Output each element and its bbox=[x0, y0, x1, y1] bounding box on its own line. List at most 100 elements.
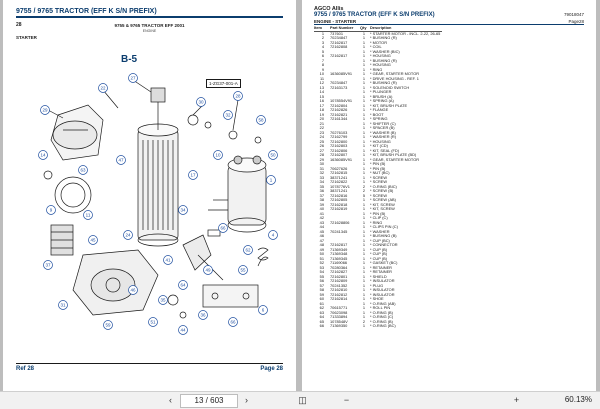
description: * INSULATOR bbox=[370, 278, 395, 283]
page-number-field[interactable]: 13 / 603 bbox=[180, 394, 238, 408]
part-number: 72162815 bbox=[330, 170, 348, 175]
column-header: Part Number bbox=[330, 25, 360, 32]
quantity: 1 bbox=[362, 264, 366, 270]
quantity: 1 bbox=[362, 273, 366, 279]
part-callout: 35 bbox=[158, 295, 168, 305]
part-callout: 55 bbox=[238, 265, 248, 275]
quantity: 1 bbox=[362, 287, 366, 292]
part-callout: 46 bbox=[128, 285, 138, 295]
part-callout: 17 bbox=[188, 170, 198, 180]
callout-number: 36 bbox=[200, 313, 206, 318]
callout-number: 50 bbox=[270, 153, 276, 158]
part-callout: 9 bbox=[46, 205, 56, 215]
item-number: 50 bbox=[319, 251, 324, 256]
page-subtitle: 9755 & 9765 TRACTOR EFF 2001 bbox=[114, 23, 185, 28]
callout-number: 32 bbox=[225, 113, 231, 118]
part-number: 72163173 bbox=[330, 84, 348, 90]
quantity: 1 bbox=[362, 84, 366, 90]
part-callout: 59 bbox=[103, 320, 113, 330]
description: * BUSHING (R) bbox=[370, 35, 397, 40]
previous-page-button[interactable]: ‹ bbox=[164, 394, 177, 407]
part-number: 72162814 bbox=[330, 296, 348, 301]
part-callout: 30 bbox=[196, 97, 206, 107]
part-number: 72162799 bbox=[330, 134, 348, 139]
description: * GASKET (BC) bbox=[370, 260, 398, 265]
item-number: 13 bbox=[319, 84, 324, 90]
part-callout: 11 bbox=[83, 210, 93, 220]
page-label: Page28 bbox=[568, 19, 584, 24]
description: * CLIPS PIN (C) bbox=[370, 224, 398, 229]
description: * O-RING (B) bbox=[370, 318, 393, 324]
description: * RETAINER bbox=[370, 269, 392, 274]
description: * O-RING (C) bbox=[370, 314, 394, 319]
description: * PIN (B) bbox=[370, 165, 386, 171]
part-number: 70241352 bbox=[330, 282, 348, 288]
callout-number: 55 bbox=[240, 268, 246, 273]
quantity: 1 bbox=[362, 35, 366, 40]
item-number: 18 bbox=[319, 107, 324, 112]
part-callout: 10 bbox=[213, 150, 223, 160]
footer-ref: Ref 28 bbox=[16, 366, 35, 372]
part-callout: 37 bbox=[43, 260, 53, 270]
quantity: 1 bbox=[362, 134, 366, 139]
zoom-level[interactable]: 60.13% bbox=[564, 395, 592, 404]
part-callout: 1 bbox=[266, 175, 276, 185]
quantity: 1 bbox=[362, 179, 366, 184]
zoom-in-icon: + bbox=[513, 395, 520, 405]
fit-page-button[interactable]: ◫ bbox=[296, 394, 309, 407]
viewer-toolbar: ‹ 13 / 603 › ◫ − + 60.13% bbox=[0, 391, 600, 409]
zoom-in-button[interactable]: + bbox=[510, 394, 523, 407]
quantity: 1 bbox=[362, 197, 366, 202]
part-number: 72162817 bbox=[330, 39, 348, 45]
item-number: 65 bbox=[319, 318, 324, 324]
page-header-title: 9755 / 9765 TRACTOR (EFF K S/N PREFIX) bbox=[16, 8, 157, 15]
part-number: 72162807 bbox=[330, 152, 348, 157]
quantity: 1 bbox=[362, 116, 366, 121]
next-page-button[interactable]: › bbox=[240, 394, 253, 407]
item-number: 21 bbox=[319, 120, 324, 126]
part-callout: 44 bbox=[178, 325, 188, 335]
callout-number: 4 bbox=[272, 233, 275, 238]
column-header: Item bbox=[314, 25, 330, 32]
item-number: 20 bbox=[319, 116, 324, 121]
quantity: 1 bbox=[362, 98, 366, 103]
callout-number: 11 bbox=[86, 213, 91, 218]
description: * SCREW bbox=[370, 174, 388, 180]
part-number: 70234847 bbox=[330, 35, 348, 40]
callout-number: 34 bbox=[180, 208, 186, 213]
description: * WASHER bbox=[370, 228, 390, 234]
quantity: 1 bbox=[362, 278, 366, 283]
description: * WASHER (R) bbox=[370, 134, 397, 139]
description: * COIL bbox=[370, 44, 382, 49]
callout-number: 22 bbox=[100, 86, 106, 91]
part-number: 72162810 bbox=[330, 287, 348, 292]
description: * MOTOR bbox=[370, 39, 388, 45]
part-callout: 51 bbox=[148, 317, 158, 327]
part-callout: 47 bbox=[116, 155, 126, 165]
zoom-out-button[interactable]: − bbox=[340, 394, 353, 407]
quantity: 2 bbox=[362, 188, 366, 193]
item-number: 43 bbox=[319, 219, 324, 225]
quantity: 1 bbox=[362, 129, 366, 135]
item-number: 44 bbox=[319, 224, 324, 229]
quantity: 1 bbox=[362, 120, 366, 126]
quantity: 1 bbox=[362, 71, 366, 76]
part-callout: 31 bbox=[58, 300, 68, 310]
callout-number: 51 bbox=[150, 320, 156, 325]
quantity: 1 bbox=[362, 44, 366, 49]
part-number: 70627626 bbox=[330, 165, 348, 171]
part-number: 38371241 bbox=[330, 188, 348, 193]
